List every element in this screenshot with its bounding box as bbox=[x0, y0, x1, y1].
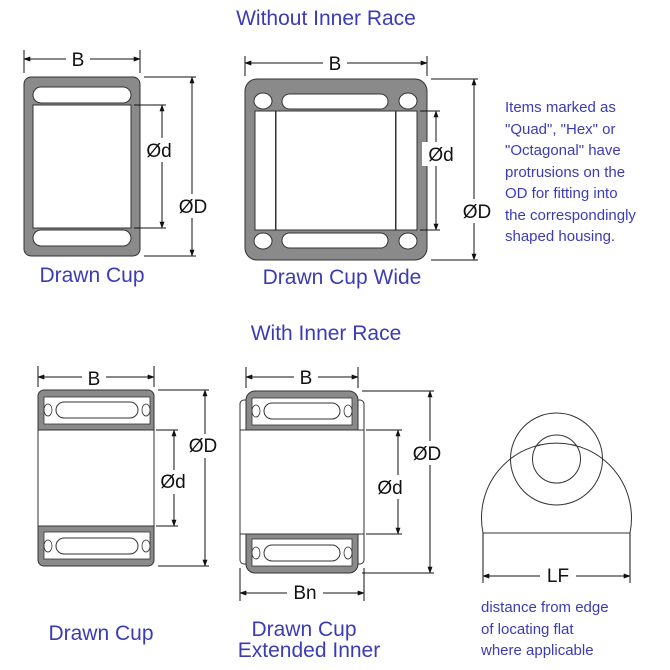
dim-b-ext-label: B bbox=[300, 368, 313, 389]
profile-note-line: shaped housing. bbox=[505, 228, 616, 245]
lf-note-line: where applicable bbox=[481, 642, 594, 659]
label-drawn-cup-wide: Drawn Cup Wide bbox=[263, 266, 422, 289]
dim-od-inner-label: ØD bbox=[189, 436, 218, 457]
dim-d-ext-label: Ød bbox=[377, 478, 402, 499]
dim-od-ext-label: ØD bbox=[413, 444, 442, 465]
label-drawn-cup-bottom: Drawn Cup bbox=[48, 622, 153, 645]
drawn-cup-dimension-lines bbox=[23, 50, 196, 257]
lf-note-line: of locating flat bbox=[481, 620, 574, 638]
profile-note-line: OD for fitting into bbox=[505, 185, 618, 202]
bearing-end-view bbox=[481, 412, 632, 534]
profile-note-line: "Octagonal" have bbox=[505, 142, 621, 159]
drawn-cup-wide-bearing bbox=[244, 78, 428, 261]
dim-b-label: B bbox=[72, 50, 85, 71]
drawn-cup-bearing-top bbox=[23, 76, 141, 257]
heading-without-inner-race: Without Inner Race bbox=[236, 7, 416, 30]
profile-note-line: "Quad", "Hex" or bbox=[505, 120, 616, 138]
dim-d-inner-label: Ød bbox=[160, 472, 185, 493]
dim-od-wide-label: ØD bbox=[463, 202, 492, 223]
dim-d-wide-label: Ød bbox=[428, 145, 453, 166]
drawn-cup-inner-race-bearing bbox=[37, 389, 155, 567]
heading-with-inner-race: With Inner Race bbox=[251, 322, 402, 345]
profile-note-line: the correspondingly bbox=[505, 206, 636, 224]
profile-note-line: Items marked as bbox=[505, 99, 616, 116]
drawn-cup-extended-inner-bearing bbox=[239, 390, 365, 574]
dim-d-label: Ød bbox=[146, 141, 171, 162]
profile-note: Items marked as "Quad", "Hex" or "Octago… bbox=[505, 97, 670, 248]
lf-note-line: distance from edge bbox=[481, 599, 609, 616]
dim-b-inner-label: B bbox=[88, 369, 101, 390]
dim-b-wide-label: B bbox=[329, 54, 342, 75]
lf-note: distance from edge of locating flat wher… bbox=[481, 597, 666, 662]
dim-bn-label: Bn bbox=[293, 583, 316, 604]
label-drawn-cup-top: Drawn Cup bbox=[39, 264, 144, 287]
label-drawn-cup-ext-line1: Drawn Cup bbox=[251, 618, 356, 641]
dim-od-label: ØD bbox=[179, 197, 208, 218]
dim-lf-label: LF bbox=[547, 566, 569, 587]
label-drawn-cup-ext-line2: Extended Inner bbox=[238, 639, 380, 662]
profile-note-line: protrusions on the bbox=[505, 163, 626, 181]
